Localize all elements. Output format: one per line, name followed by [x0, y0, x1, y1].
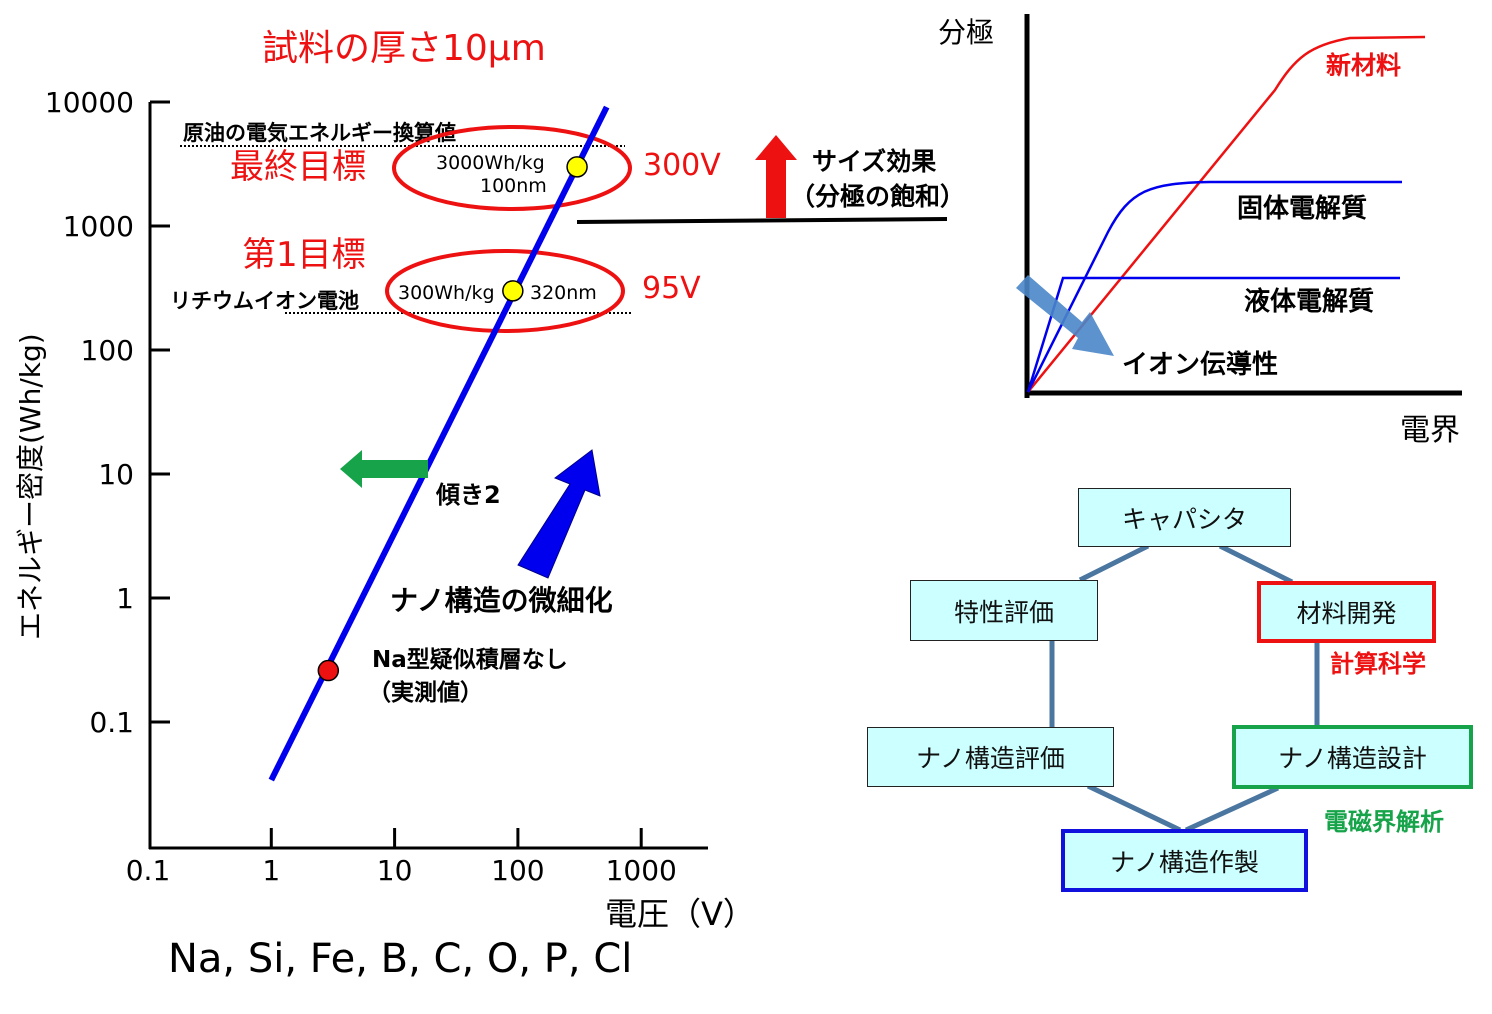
- size-effect-label: サイズ効果: [812, 147, 936, 176]
- y-tick-label: 100: [81, 334, 134, 367]
- final-goal-value: 3000Wh/kg: [436, 152, 545, 174]
- final-goal-ellipse: [392, 125, 632, 211]
- box-nano-evaluation: ナノ構造評価: [867, 727, 1114, 787]
- li-ion-label: リチウムイオン電池: [170, 289, 359, 313]
- final-goal-size: 100nm: [480, 175, 547, 197]
- first-goal-label: 第1目標: [242, 235, 366, 275]
- inset-y-label: 分極: [938, 16, 994, 49]
- ion-conductivity-arrow-icon: [1016, 275, 1114, 356]
- y-tick-label: 1: [116, 582, 134, 615]
- x-tick-label: 0.1: [126, 854, 171, 887]
- first-goal-voltage: 95V: [642, 271, 701, 306]
- data-point: [566, 156, 588, 178]
- liquid-electrolyte-label: 液体電解質: [1244, 287, 1374, 317]
- y-tick-label: 10: [98, 458, 134, 491]
- saturation-line: [576, 217, 948, 224]
- size-effect-sub: （分極の飽和）: [790, 182, 965, 211]
- up-arrow-icon: [755, 135, 797, 218]
- x-tick-label: 1000: [606, 854, 677, 887]
- axis-ticks: 0.1 1 10 100 1000 10000 1000 100 10 1 0.1: [45, 86, 677, 887]
- slope-label: 傾き2: [435, 481, 501, 509]
- y-tick-label: 10000: [45, 86, 134, 119]
- inset-x-label: 電界: [1400, 413, 1460, 448]
- measured-label: Na型疑似積層なし: [372, 646, 568, 673]
- first-goal-ellipse: [385, 249, 625, 333]
- ion-conductivity-label: イオン伝導性: [1122, 349, 1278, 380]
- solid-electrolyte-curve: [1026, 180, 1402, 393]
- measured-sub: （実測値）: [368, 679, 483, 706]
- first-goal-size: 320nm: [530, 282, 597, 304]
- y-tick-label: 1000: [63, 210, 134, 243]
- flow-connectors: [1049, 543, 1320, 833]
- data-point: [317, 659, 340, 682]
- nano-refine-label: ナノ構造の微細化: [390, 584, 613, 617]
- final-goal-label: 最終目標: [230, 147, 366, 187]
- crude-oil-label: 原油の電気エネルギー換算値: [183, 121, 456, 145]
- box-characterization: 特性評価: [910, 580, 1098, 641]
- box-nano-fabrication: ナノ構造作製: [1061, 829, 1308, 892]
- data-point: [502, 280, 524, 302]
- box-nano-design: ナノ構造設計: [1232, 725, 1473, 789]
- new-material-curve: [1027, 35, 1426, 393]
- box-material-development: 材料開発: [1257, 581, 1436, 643]
- y-axis-label: エネルギー密度(Wh/kg): [14, 333, 47, 640]
- solid-electrolyte-label: 固体電解質: [1237, 194, 1367, 224]
- y-tick-label: 0.1: [89, 706, 134, 739]
- new-material-label: 新材料: [1326, 51, 1401, 80]
- liquid-electrolyte-curve: [1026, 276, 1400, 393]
- inset-chart: [1016, 14, 1462, 398]
- em-analysis-label: 電磁界解析: [1324, 808, 1444, 836]
- elements-list: Na, Si, Fe, B, C, O, P, Cl: [168, 936, 632, 982]
- computational-science-label: 計算科学: [1330, 650, 1426, 678]
- x-tick-label: 100: [491, 854, 544, 887]
- final-goal-voltage: 300V: [643, 148, 721, 183]
- x-tick-label: 1: [262, 854, 280, 887]
- x-axis-label: 電圧（V）: [605, 895, 755, 933]
- x-tick-label: 10: [377, 854, 413, 887]
- box-capacitor: キャパシタ: [1078, 488, 1291, 547]
- data-points: [317, 156, 588, 682]
- main-axes: [148, 102, 708, 850]
- chart-title: 試料の厚さ10μm: [262, 28, 546, 69]
- up-right-arrow-icon: [517, 449, 601, 579]
- left-arrow-icon: [340, 450, 428, 488]
- first-goal-value: 300Wh/kg: [398, 282, 495, 304]
